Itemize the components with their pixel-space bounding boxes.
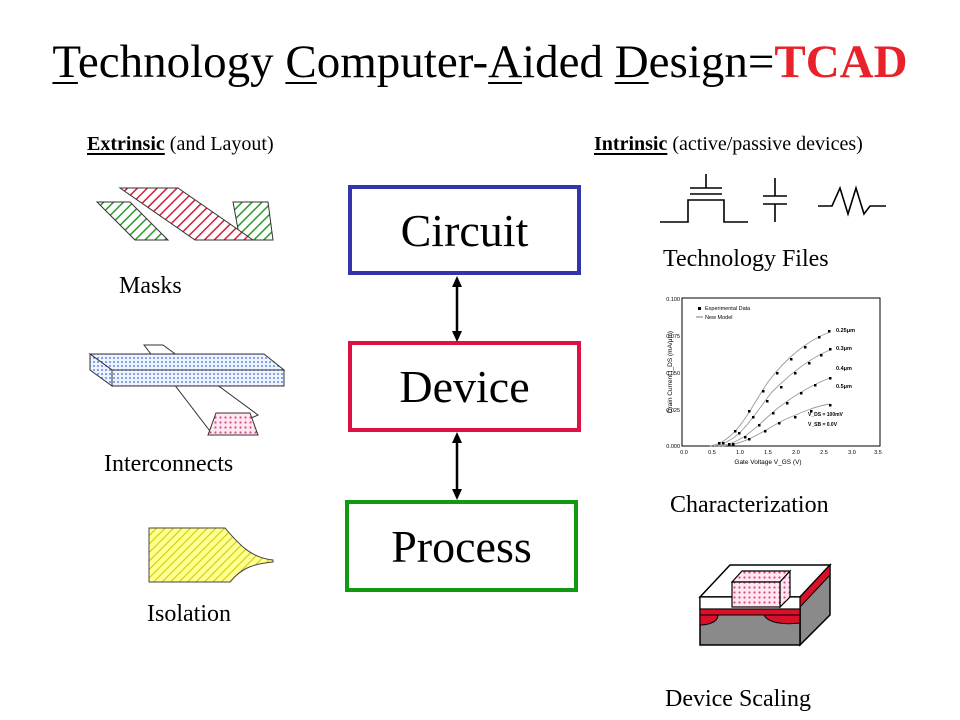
x-tick: 0.0 bbox=[680, 450, 688, 456]
circuit-device-arrow bbox=[452, 276, 462, 342]
masks-label: Masks bbox=[119, 273, 182, 299]
x-tick: 1.5 bbox=[764, 450, 772, 456]
x-tick: 1.0 bbox=[736, 450, 744, 456]
title-acronym: TCAD bbox=[774, 36, 908, 88]
circuit-label: Circuit bbox=[400, 204, 529, 256]
title-word-aided: ided bbox=[522, 36, 615, 88]
extrinsic-key: Extrinsic bbox=[87, 133, 165, 155]
chart-ylabel: Drain Current I_DS (mA/μm) bbox=[667, 331, 674, 413]
title-initial-a: A bbox=[488, 36, 523, 88]
title-initial-c: C bbox=[285, 36, 317, 88]
characterization-chart: Drain Current I_DS (mA/μm) 0.100 0.075 0… bbox=[666, 297, 882, 466]
interconnects-label: Interconnects bbox=[104, 451, 234, 477]
device-process-arrow bbox=[452, 432, 462, 500]
technology-files-label: Technology Files bbox=[663, 246, 829, 272]
capacitor-icon bbox=[763, 178, 787, 222]
resistor-icon bbox=[818, 185, 886, 217]
isolation-label: Isolation bbox=[147, 601, 231, 627]
chart-note: V_SB = 0.0V bbox=[808, 422, 838, 428]
x-tick: 3.5 bbox=[874, 450, 882, 456]
transistor-icon bbox=[660, 174, 748, 223]
x-tick: 2.5 bbox=[820, 450, 828, 456]
extrinsic-rest: (and Layout) bbox=[164, 133, 274, 155]
y-tick: 0.100 bbox=[666, 297, 680, 303]
x-tick: 3.0 bbox=[848, 450, 856, 456]
extrinsic-header: Extrinsic (and Layout) bbox=[87, 133, 274, 156]
device-box: Device bbox=[348, 341, 581, 432]
series-label: 0.4μm bbox=[836, 366, 852, 372]
masks-illustration bbox=[95, 187, 274, 241]
title-word-design: esign= bbox=[648, 36, 775, 88]
series-label: 0.5μm bbox=[836, 384, 852, 390]
title-initial-t: T bbox=[52, 36, 78, 88]
characterization-label: Characterization bbox=[670, 492, 829, 518]
isolation-illustration bbox=[148, 527, 274, 583]
process-label: Process bbox=[391, 520, 532, 572]
chart-note: V_DS = 100mV bbox=[808, 412, 844, 418]
title-word-technology: echnology bbox=[77, 36, 286, 88]
y-tick: 0.075 bbox=[666, 334, 680, 340]
intrinsic-rest: (active/passive devices) bbox=[667, 133, 863, 155]
series-label: 0.25μm bbox=[836, 328, 855, 334]
intrinsic-key: Intrinsic bbox=[594, 133, 668, 155]
chart-xlabel: Gate Voltage V_GS (V) bbox=[734, 459, 801, 466]
x-tick: 2.0 bbox=[792, 450, 800, 456]
x-tick: 0.5 bbox=[708, 450, 716, 456]
series-label: 0.3μm bbox=[836, 346, 852, 352]
device-scaling-illustration bbox=[698, 563, 832, 647]
process-box: Process bbox=[345, 500, 578, 592]
device-scaling-label: Device Scaling bbox=[665, 686, 811, 712]
circuit-symbols bbox=[660, 174, 886, 223]
legend-experimental: Experimental Data bbox=[705, 306, 751, 312]
y-tick: 0.025 bbox=[666, 408, 680, 414]
y-tick: 0.050 bbox=[666, 371, 680, 377]
device-label: Device bbox=[399, 361, 530, 412]
page-title: Technology Computer-Aided Design=TCAD bbox=[0, 32, 960, 92]
interconnects-illustration bbox=[88, 344, 286, 436]
title-word-computer: omputer- bbox=[316, 36, 489, 88]
title-initial-d: D bbox=[614, 36, 649, 88]
legend-model: New Model bbox=[705, 315, 733, 321]
y-tick: 0.000 bbox=[666, 444, 680, 450]
intrinsic-header: Intrinsic (active/passive devices) bbox=[594, 133, 863, 156]
circuit-box: Circuit bbox=[348, 185, 581, 275]
